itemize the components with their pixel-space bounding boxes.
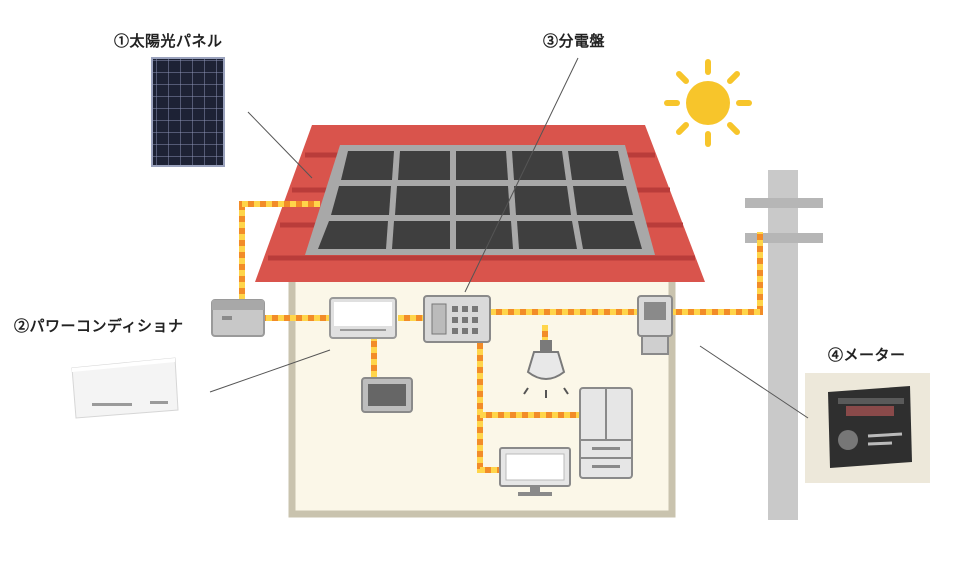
refrigerator-icon <box>579 387 633 479</box>
distribution-board <box>423 295 491 343</box>
junction-box <box>211 299 265 337</box>
utility-pole-icon <box>745 170 823 520</box>
label-meter: ④メーター <box>828 346 906 364</box>
wiring <box>239 201 763 473</box>
leader-lines <box>209 57 809 419</box>
sun-icon <box>664 59 752 147</box>
roof-solar-array <box>305 145 655 255</box>
label-power-conditioner: ②パワーコンディショナ <box>14 317 184 335</box>
power-conditioner-image <box>71 357 179 419</box>
solar-panel-image <box>151 57 225 167</box>
television-icon <box>499 447 571 496</box>
label-distribution-board: ③分電盤 <box>543 32 606 50</box>
monitor-device <box>361 377 413 413</box>
light-bulb-icon <box>523 340 569 398</box>
meter-image <box>805 373 930 483</box>
meter-on-house <box>637 295 673 355</box>
label-solar-panel: ①太陽光パネル <box>114 32 223 50</box>
power-conditioner-unit <box>329 297 397 339</box>
